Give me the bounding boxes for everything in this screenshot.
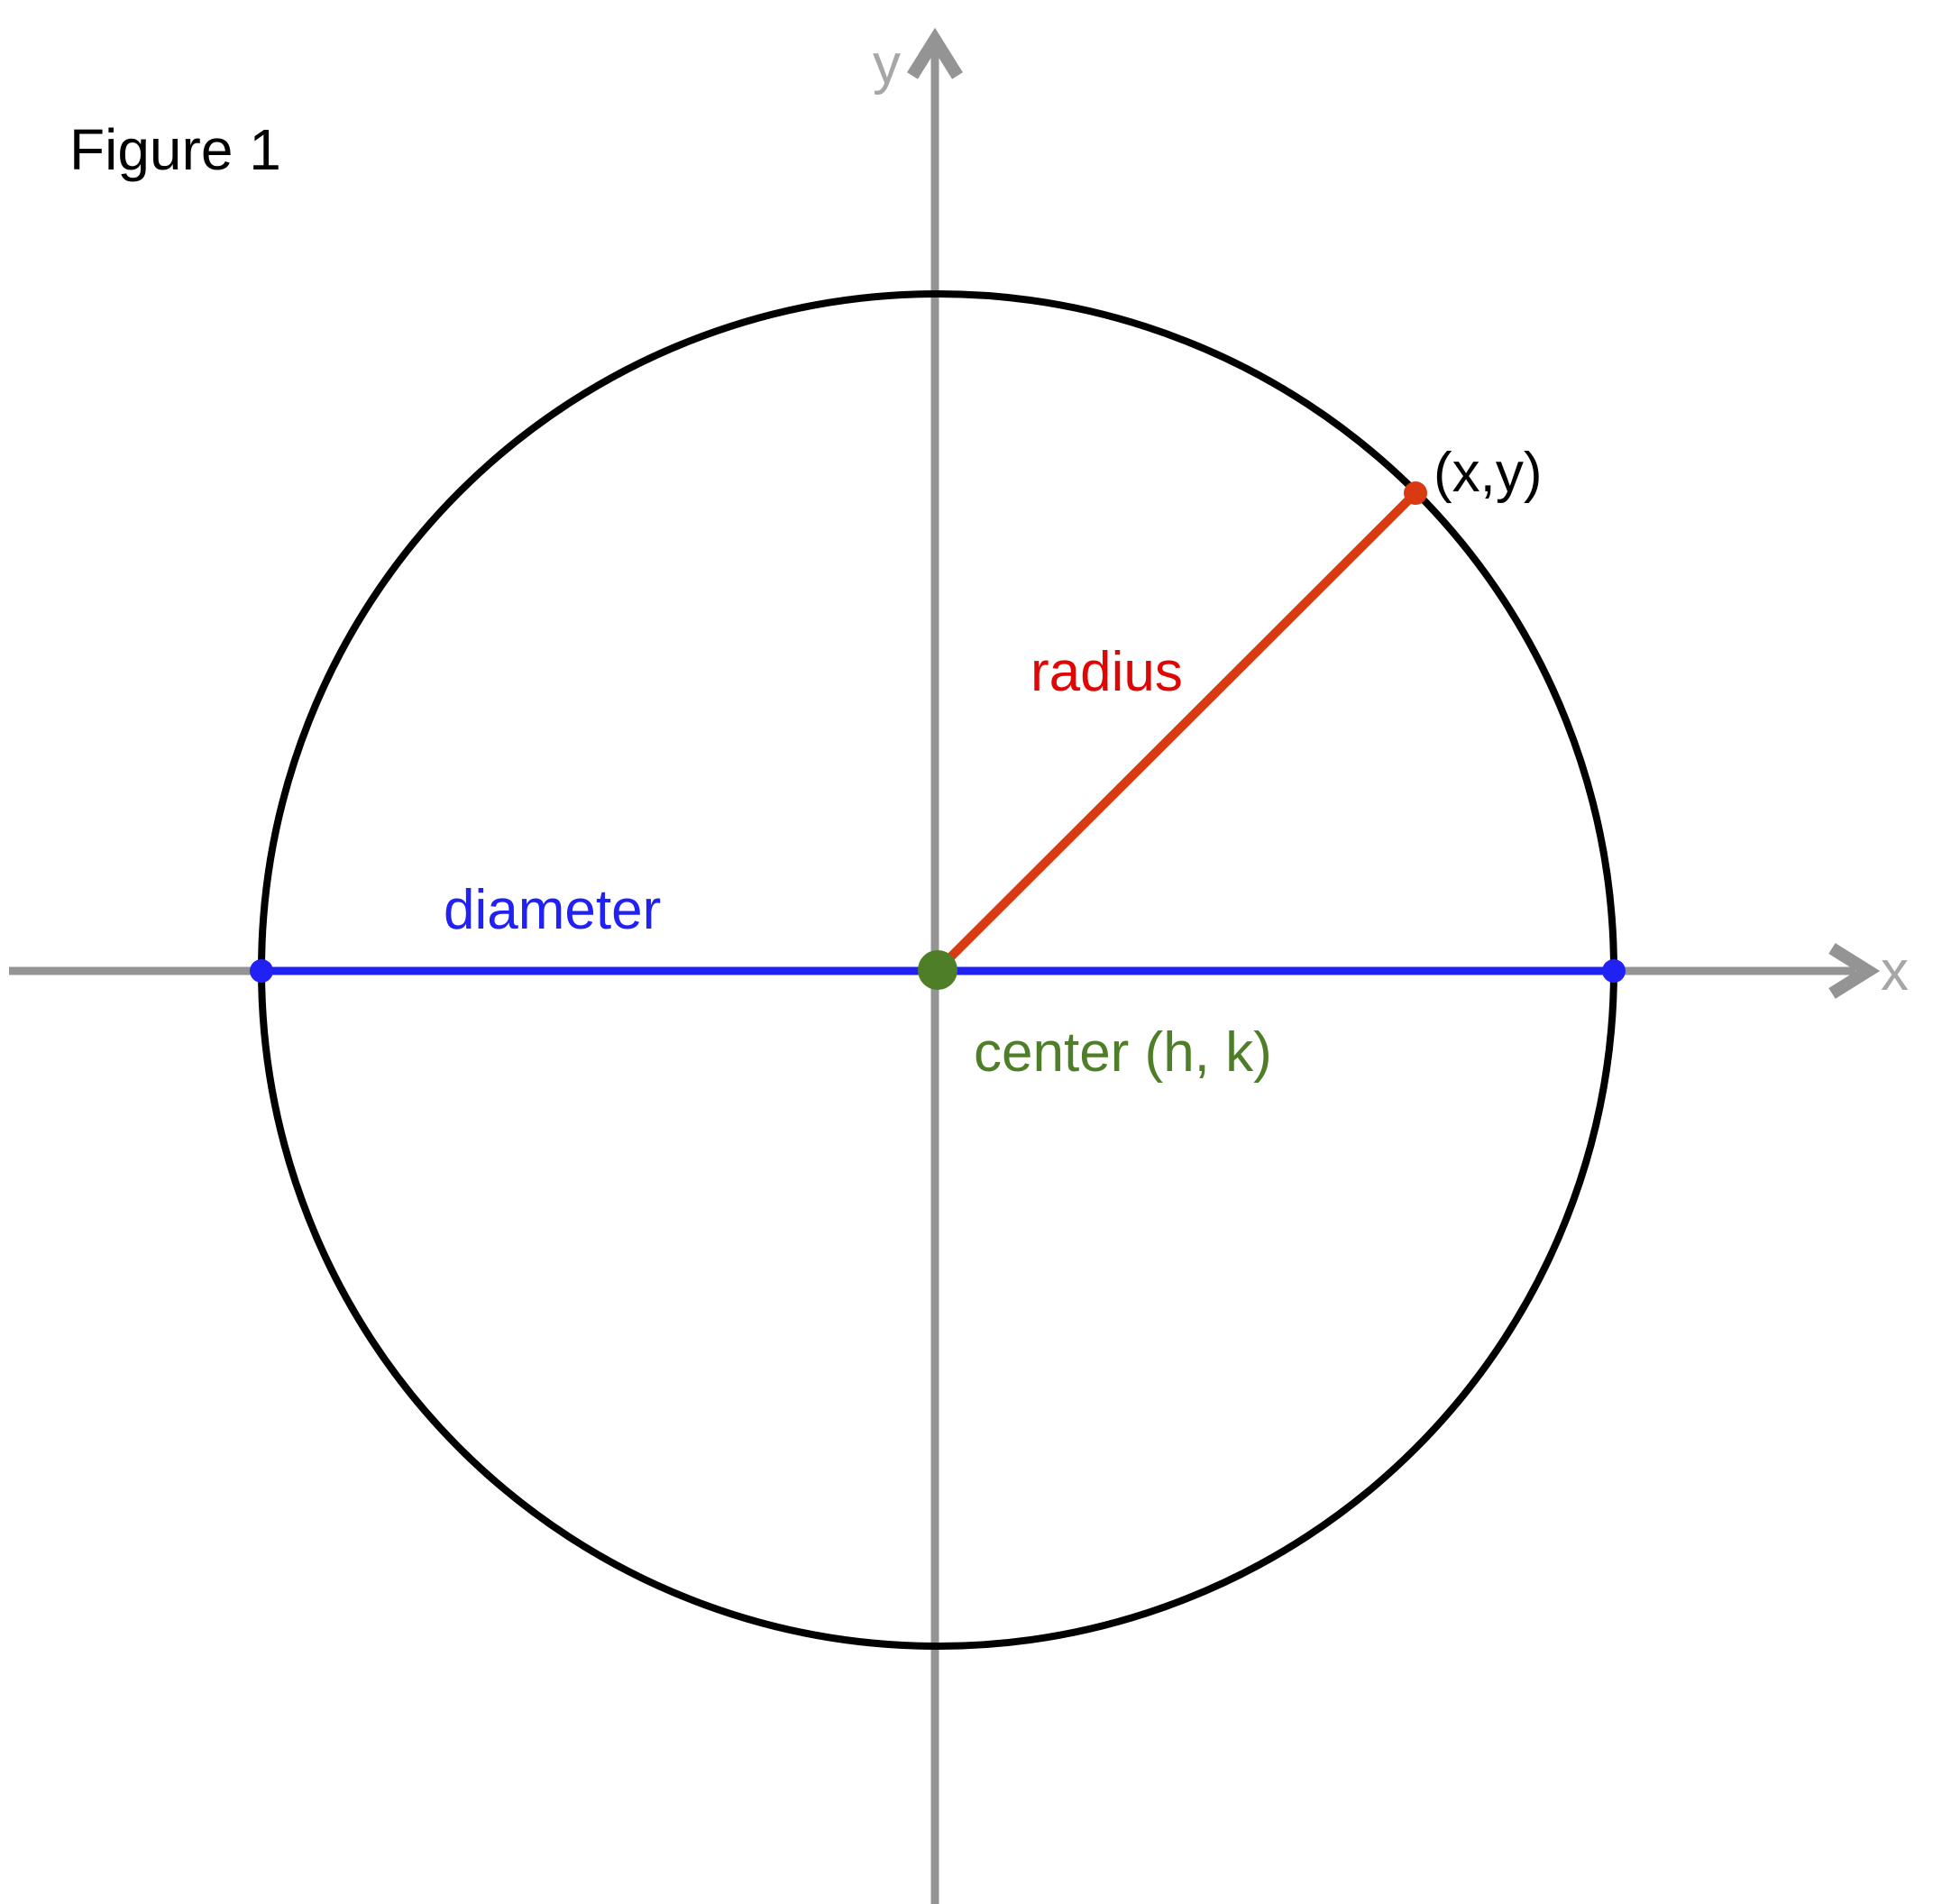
x-axis-arrowhead-icon [1828, 943, 1881, 999]
figure-title: Figure 1 [69, 117, 281, 182]
center-dot [918, 950, 957, 990]
radius-line [934, 490, 1419, 974]
x-axis-label: x [1881, 940, 1909, 1002]
diameter-right-endpoint-dot [1602, 959, 1626, 983]
y-axis-label: y [873, 33, 901, 96]
point-xy-label: (x,y) [1434, 442, 1543, 504]
center-label: center (h, k) [974, 1021, 1272, 1084]
radius-label: radius [1031, 641, 1183, 703]
diameter-left-endpoint-dot [250, 959, 273, 983]
y-axis-arrowhead-icon [907, 27, 963, 79]
diameter-label: diameter [444, 879, 661, 941]
point-xy-dot [1404, 481, 1427, 505]
